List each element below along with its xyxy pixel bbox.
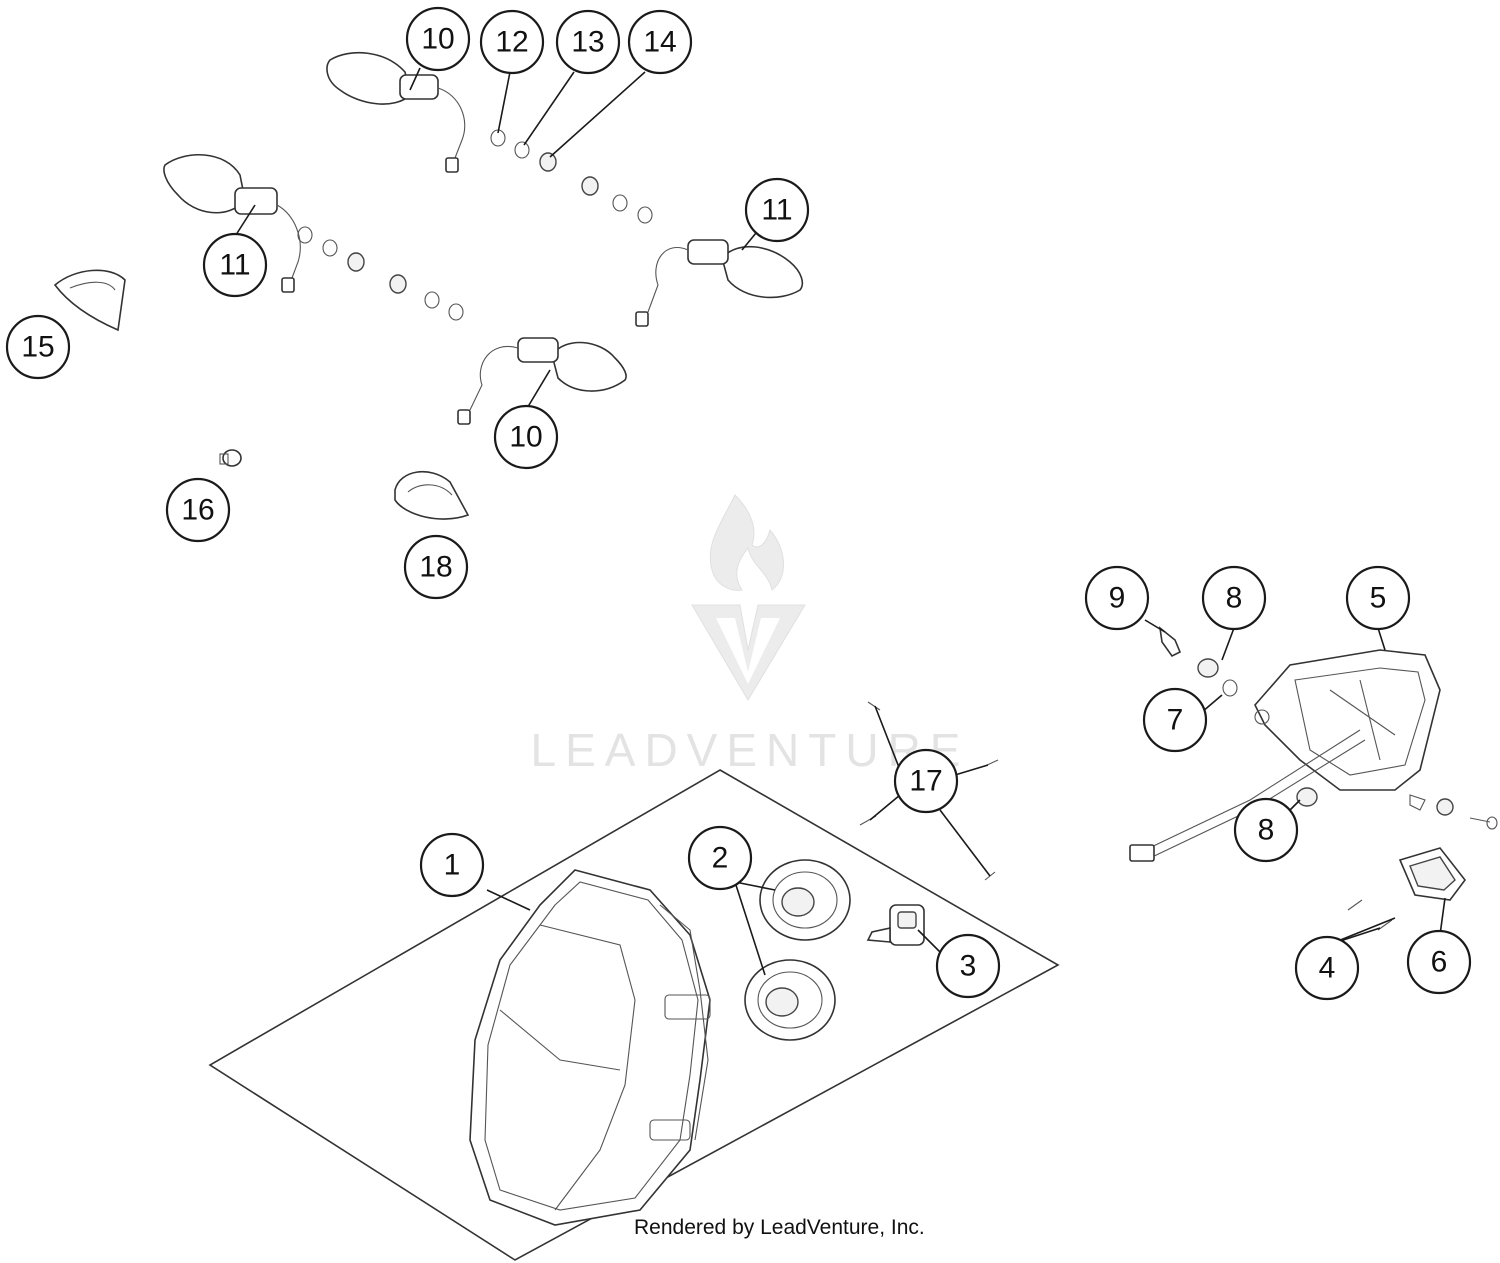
callout-1-label: 1 <box>444 849 461 882</box>
callout-16-label: 16 <box>181 494 214 527</box>
lens-cover-18 <box>394 470 470 520</box>
callout-14: 14 <box>627 9 693 75</box>
callout-8-lower: 8 <box>1233 797 1299 863</box>
callout-12-label: 12 <box>495 26 528 59</box>
lens-cover-15 <box>53 269 126 332</box>
callout-3: 3 <box>935 933 1001 999</box>
callout-11-right: 11 <box>744 177 810 243</box>
callout-7-label: 7 <box>1167 704 1184 737</box>
headlight-housing <box>469 869 711 1226</box>
headlight-bulb <box>866 904 925 946</box>
callout-4: 4 <box>1294 935 1360 1001</box>
callout-6-label: 6 <box>1431 946 1448 979</box>
callout-7: 7 <box>1142 687 1208 753</box>
turn-signal-top <box>326 51 466 173</box>
turn-signal-right <box>635 239 804 327</box>
callout-15: 15 <box>5 314 71 380</box>
callout-10-bottom: 10 <box>493 404 559 470</box>
screws-4 <box>1347 899 1393 931</box>
callout-10-top-label: 10 <box>421 23 454 56</box>
callout-18: 18 <box>403 534 469 600</box>
callout-13: 13 <box>555 9 621 75</box>
callout-6: 6 <box>1406 929 1472 995</box>
callout-3-label: 3 <box>960 950 977 983</box>
headlight-kit-boundary <box>208 769 1060 1261</box>
callout-17-label: 17 <box>909 765 942 798</box>
callout-14-label: 14 <box>643 26 676 59</box>
callout-2: 2 <box>687 825 753 891</box>
callout-15-label: 15 <box>21 331 54 364</box>
callout-2-label: 2 <box>712 842 729 875</box>
callout-11-left-label: 11 <box>219 249 250 282</box>
leadventure-watermark: LEADVENTURE <box>531 494 970 776</box>
callout-1: 1 <box>419 832 485 898</box>
callout-8-upper-label: 8 <box>1226 582 1243 615</box>
callout-9-label: 9 <box>1109 582 1126 615</box>
license-plate-light <box>1398 847 1467 901</box>
callout-12: 12 <box>479 9 545 75</box>
render-credit: Rendered by LeadVenture, Inc. <box>634 1216 925 1239</box>
turn-signal-bottom <box>457 337 627 425</box>
callout-11-right-label: 11 <box>761 194 792 227</box>
callout-8-lower-label: 8 <box>1258 814 1275 847</box>
callout-9: 9 <box>1084 565 1150 631</box>
washers-and-nuts <box>297 129 653 321</box>
v-logo-icon <box>691 604 806 701</box>
callout-10-bottom-label: 10 <box>509 421 542 454</box>
callout-16: 16 <box>165 477 231 543</box>
callout-13-label: 13 <box>571 26 604 59</box>
watermark-text: LEADVENTURE <box>531 724 970 776</box>
flame-logo-icon <box>709 494 785 591</box>
callout-4-label: 4 <box>1319 952 1336 985</box>
callout-17: 17 <box>893 748 959 814</box>
callout-8-upper: 8 <box>1201 565 1267 631</box>
callout-18-label: 18 <box>419 551 452 584</box>
turn-signal-left <box>163 154 301 293</box>
callout-10-top: 10 <box>405 6 471 72</box>
bulb-holder-upper <box>759 859 851 941</box>
callout-11-left: 11 <box>202 232 268 298</box>
v-logo-inner-icon <box>716 618 780 684</box>
bulb-holder-lower <box>744 959 836 1041</box>
hardware-7-8-9 <box>1158 626 1498 830</box>
small-bulb-16 <box>219 449 242 467</box>
callout-5: 5 <box>1345 565 1411 631</box>
callout-5-label: 5 <box>1370 582 1387 615</box>
